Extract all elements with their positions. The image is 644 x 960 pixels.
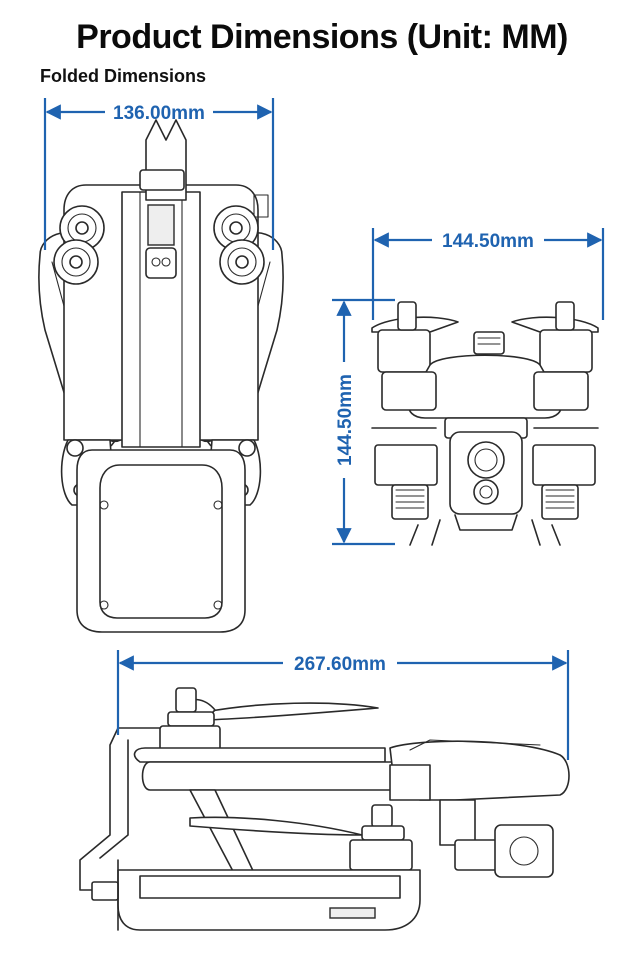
front-view-drawing: [371, 301, 599, 546]
front-width-label: 144.50mm: [442, 231, 534, 252]
top-view-drawing: [38, 119, 284, 633]
top-width-label: 136.00mm: [113, 103, 205, 124]
front-width-dimension: 144.50mm: [371, 228, 605, 320]
side-length-dimension: 267.60mm: [116, 650, 570, 760]
side-view-drawing: [79, 687, 570, 931]
section-subtitle: Folded Dimensions: [40, 66, 207, 86]
top-width-dimension: 136.00mm: [43, 98, 275, 250]
page-title: Product Dimensions (Unit: MM): [76, 18, 568, 56]
front-height-label: 144.50mm: [335, 374, 356, 466]
front-height-dimension: 144.50mm: [332, 298, 395, 546]
side-length-label: 267.60mm: [294, 654, 386, 675]
